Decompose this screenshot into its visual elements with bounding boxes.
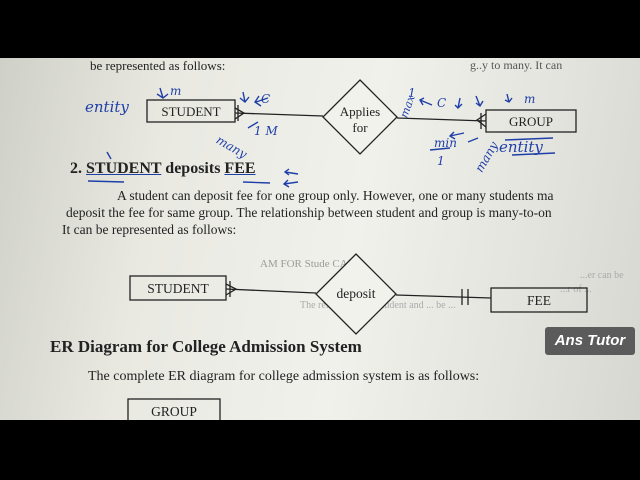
deposit-label: deposit bbox=[337, 286, 376, 301]
annotation-min: min bbox=[434, 136, 457, 150]
er-heading: ER Diagram for College Admission System bbox=[50, 337, 362, 356]
faded-right-text2: ...r of ... bbox=[560, 284, 592, 295]
student-entity-label: STUDENT bbox=[161, 104, 220, 119]
annotation-one-m: 1 M bbox=[254, 124, 278, 138]
arrow-down bbox=[156, 87, 169, 99]
handwritten-strokes bbox=[87, 87, 556, 188]
arrow-down bbox=[504, 93, 513, 103]
annotation-c-right: C bbox=[437, 96, 447, 110]
underline bbox=[242, 181, 271, 184]
arrow-left bbox=[283, 168, 299, 176]
arrow-down bbox=[475, 95, 484, 108]
para-line3: It can be represented as follows: bbox=[62, 222, 237, 237]
connector-line bbox=[225, 288, 317, 294]
arrow-left bbox=[467, 137, 479, 143]
section2-number: 2. bbox=[70, 160, 82, 177]
fee-entity-box bbox=[490, 287, 588, 313]
section2-word2: deposits bbox=[165, 160, 221, 177]
annotation-entity-left: entity bbox=[85, 98, 129, 116]
connector-line bbox=[234, 112, 324, 117]
top-right-fragment: g..y to many. It can bbox=[470, 58, 563, 72]
relation-label-line2: for bbox=[352, 120, 368, 135]
faded-right-text1: ...er can be bbox=[580, 270, 624, 281]
fee-entity-label: FEE bbox=[527, 293, 551, 308]
annotation-entity-right: entity bbox=[499, 138, 543, 156]
crowfoot-mark bbox=[475, 113, 487, 128]
diagram-student-applies-group: STUDENT Applies for GROUP bbox=[146, 79, 577, 155]
crowfoot-mark bbox=[225, 283, 238, 296]
annotation-one-top: 1 bbox=[408, 86, 416, 100]
annotation-one-bottom: 1 bbox=[437, 154, 445, 168]
applies-for-diamond bbox=[322, 79, 398, 155]
arrow-left bbox=[254, 95, 269, 107]
arrow-left bbox=[419, 97, 433, 106]
annotation-m-left: m bbox=[170, 84, 182, 98]
underline bbox=[87, 180, 125, 183]
faded-mid-text: AM FOR Stude CAR bbox=[260, 258, 356, 270]
student-entity-box bbox=[146, 99, 236, 123]
book-page: be represented as follows: g..y to many.… bbox=[0, 58, 640, 420]
arrow-left bbox=[282, 179, 299, 188]
section2-word3: FEE bbox=[224, 160, 256, 177]
para-line2: deposit the fee for same group. The rela… bbox=[66, 205, 552, 220]
group-entity-label: GROUP bbox=[509, 114, 553, 129]
relation-label-line1: Applies bbox=[340, 104, 380, 119]
annotation-m-right: m bbox=[524, 92, 536, 106]
arrow-diag bbox=[247, 121, 259, 129]
er-diagrams: STUDENT Applies for GROUP STUDENT deposi… bbox=[87, 79, 588, 420]
connector-line bbox=[396, 117, 487, 122]
section2-heading: 2. STUDENT deposits FEE bbox=[70, 160, 256, 178]
diagram-student-deposit-fee: STUDENT deposit FEE bbox=[129, 253, 588, 335]
ans-tutor-watermark: Ans Tutor bbox=[545, 327, 635, 355]
student-entity-label: STUDENT bbox=[147, 281, 209, 296]
intro-fragment: be represented as follows: bbox=[90, 58, 226, 73]
arrow-left bbox=[448, 131, 465, 140]
arrow-down bbox=[239, 91, 250, 103]
group-entity-label: GROUP bbox=[151, 404, 197, 419]
section2-word1: STUDENT bbox=[86, 160, 162, 177]
arrow-down bbox=[106, 151, 112, 160]
er-intro-text: The complete ER diagram for college admi… bbox=[88, 369, 480, 384]
annotation-c-mark: C bbox=[261, 92, 271, 106]
student-entity-box bbox=[129, 275, 227, 301]
fraction-line bbox=[429, 147, 451, 151]
arrow-down bbox=[454, 97, 463, 109]
group-entity-box bbox=[485, 109, 577, 133]
entity-underline bbox=[511, 152, 556, 156]
group-entity-box bbox=[127, 398, 221, 420]
crowfoot-mark bbox=[234, 107, 246, 120]
para-line1: A student can deposit fee for one group … bbox=[117, 188, 554, 203]
connector-line bbox=[395, 294, 492, 299]
entity-overline bbox=[504, 137, 554, 141]
deposit-diamond bbox=[315, 253, 397, 335]
